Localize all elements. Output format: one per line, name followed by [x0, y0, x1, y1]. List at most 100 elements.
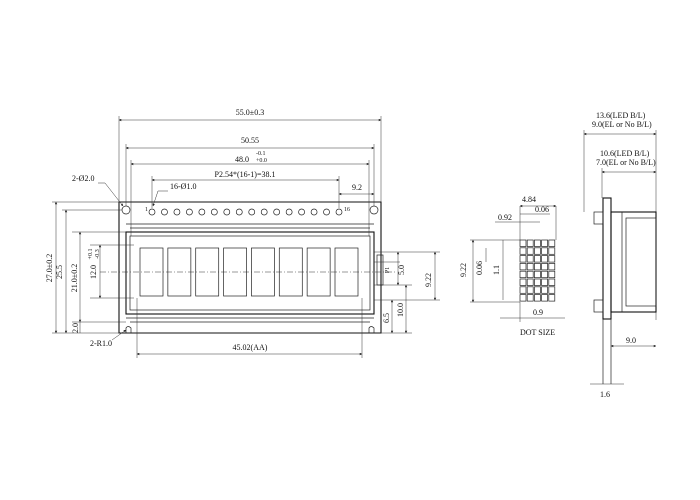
dot-cell — [519, 294, 527, 302]
dim-6-5-label: 6.5 — [382, 313, 391, 323]
dim-10-0-label: 10.0 — [396, 303, 405, 317]
dot-cell — [548, 270, 556, 279]
pin-hole — [323, 208, 330, 216]
dim-va-width-label: 48.0 — [235, 155, 249, 164]
dim-dot-0-06-left-label: 0.06 — [475, 261, 484, 275]
dim-pitch-label: P2.54*(16-1)=38.1 — [215, 170, 276, 179]
dim-bezel-height-label: 21.0±0.2 — [70, 264, 79, 292]
dot-cell — [519, 270, 527, 279]
pin-number-first: 1 — [145, 207, 148, 213]
dot-cell — [519, 286, 527, 294]
dot-cell — [519, 255, 527, 263]
dot-cell — [548, 263, 556, 271]
side-pcb — [602, 197, 612, 320]
dot-grid — [519, 239, 556, 302]
dot-cell — [519, 263, 527, 271]
pin-hole — [210, 208, 218, 216]
dot-cell — [548, 294, 556, 302]
dim-va-height-label: 12.0 — [89, 265, 98, 279]
dot-cell — [534, 286, 541, 294]
dim-9-22-label: 9.22 — [424, 273, 433, 287]
dot-cell — [534, 263, 541, 271]
dot-cell — [526, 270, 534, 279]
dot-cell — [548, 255, 556, 263]
side-lcd-glass — [625, 217, 657, 307]
dim-dot-0-92-label: 0.92 — [498, 213, 512, 222]
pin-hole — [310, 208, 318, 216]
dim-outline-height-label: 27.0±0.2 — [45, 254, 54, 282]
dot-cell — [534, 294, 541, 302]
dim-pin-row-small-label: P1 — [385, 267, 391, 273]
pin-holes — [148, 208, 343, 216]
dot-cell — [541, 247, 548, 255]
dim-dot-0-06-top-label: 0.06 — [535, 205, 549, 214]
dot-cell — [526, 239, 534, 247]
dim-side-pcb-thickness-label: 1.6 — [600, 390, 610, 399]
dot-cell — [526, 247, 534, 255]
dim-side-thickness-led-label: 13.6(LED B/L) — [596, 111, 646, 120]
dot-cell — [519, 247, 527, 255]
side-pin-header — [593, 211, 604, 225]
dot-cell — [534, 247, 541, 255]
pin-hole — [260, 208, 268, 216]
pin-hole — [198, 208, 206, 216]
dim-side-thickness-el-label: 9.0(EL or No B/L) — [592, 120, 652, 129]
dim-dot-9-22-label: 9.22 — [459, 263, 468, 277]
dot-detail: 4.84 0.06 0.92 9.22 0.06 1.1 0.9 DOT SIZ… — [459, 195, 565, 337]
dim-va-width-tol-top: -0.1 — [256, 151, 266, 157]
dot-cell — [534, 278, 541, 286]
side-view: 13.6(LED B/L) 9.0(EL or No B/L) 10.6(LED… — [583, 111, 657, 399]
pin-hole — [273, 208, 281, 216]
dim-side-pin-length-label: 9.0 — [626, 336, 636, 345]
dot-cell — [534, 270, 541, 279]
dim-mount-holes-leader-2 — [104, 182, 124, 207]
dot-cell — [534, 239, 541, 247]
dim-25-5-label: 25.5 — [55, 265, 64, 279]
dot-size-caption: DOT SIZE — [520, 328, 555, 337]
pin-hole — [285, 208, 293, 216]
pin-hole — [223, 208, 231, 216]
bottom-notch-right — [368, 326, 375, 333]
dot-cell — [541, 286, 548, 294]
dot-cell — [548, 247, 556, 255]
dot-cell — [541, 239, 548, 247]
pin-hole — [335, 208, 343, 216]
dot-cell — [541, 270, 548, 279]
dim-side-module-led-label: 10.6(LED B/L) — [600, 149, 650, 158]
pin-row-marker — [376, 254, 384, 286]
pin-hole — [298, 208, 305, 216]
dot-cell — [526, 255, 534, 263]
dot-cell — [526, 263, 534, 271]
dot-cell — [534, 255, 541, 263]
dim-corner-radius-label: 2-R1.0 — [90, 339, 112, 348]
dot-cell — [519, 239, 527, 247]
character-cell — [306, 247, 331, 297]
side-pin-header-bottom — [593, 299, 604, 313]
dim-bottom-offset-label: 2.0 — [71, 323, 80, 333]
pcb-outline — [118, 201, 382, 334]
pin-hole — [173, 208, 181, 216]
dim-va-height-tol-top: +0.1 — [88, 249, 94, 260]
dot-cell — [541, 263, 548, 271]
dim-corner-radius-leader — [111, 329, 127, 341]
dot-cell — [548, 278, 556, 286]
side-lcd-module — [610, 211, 657, 313]
bezel-inner — [129, 235, 371, 311]
pin-number-last: 16 — [344, 207, 350, 213]
bezel-frame — [125, 231, 375, 315]
dot-cell — [548, 239, 556, 247]
dot-cell — [541, 255, 548, 263]
dot-cell — [548, 286, 556, 294]
dot-cell — [541, 278, 548, 286]
dim-side-module-el-label: 7.0(EL or No B/L) — [596, 158, 656, 167]
dim-pin-holes-leader-2 — [152, 190, 159, 207]
pin-hole — [148, 208, 156, 216]
dim-mount-holes-label: 2-Ø2.0 — [72, 174, 94, 183]
dot-cell — [541, 294, 548, 302]
dim-va-width-tol-bottom: +0.0 — [256, 158, 267, 164]
dim-dot-1-1-label: 1.1 — [492, 265, 501, 275]
pin-hole — [235, 208, 243, 216]
bottom-notch-left — [125, 326, 132, 333]
mount-hole-right — [369, 205, 379, 215]
